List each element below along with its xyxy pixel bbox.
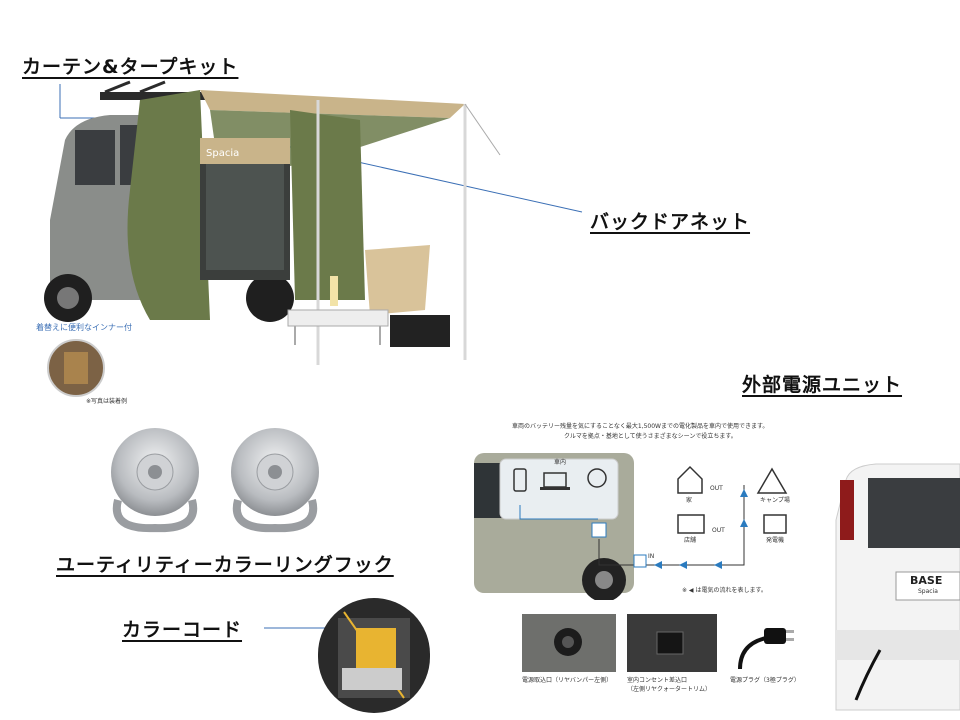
flow-note-text: ※ ◀ は電気の流れを表します。: [682, 587, 767, 594]
van-rear-photo: BASE Spacia: [826, 460, 960, 720]
camp-text: キャンプ場: [760, 497, 790, 504]
base-badge-text: BASE: [910, 574, 943, 587]
color-cord-photo: [318, 598, 430, 713]
color-cord-label: カラーコード: [122, 619, 243, 641]
power-header-2: クルマを拠点・基地として使うさまざまなシーンで役立ちます。: [564, 433, 737, 440]
plug-photo: [730, 614, 800, 672]
van-with-tarp-illustration: Spacia: [44, 80, 501, 397]
home-text: 家: [686, 497, 693, 504]
shop-text: 店舗: [684, 537, 697, 544]
interior-outlet-photo: [627, 614, 717, 672]
power-diagram-panel: 車両のバッテリー残量を気にすることなく最大1,500Wまでの電化製品を車内で使用…: [474, 415, 826, 600]
out-text-shop: OUT: [712, 527, 725, 534]
power-header-1: 車両のバッテリー残量を気にすることなく最大1,500Wまでの電化製品を車内で使用…: [512, 423, 769, 430]
interior-outlet-caption: 室内コンセント差込口 （左側リヤクォータートリム）: [627, 677, 712, 693]
in-text: IN: [648, 553, 655, 560]
in-car-text: 車内: [554, 459, 567, 466]
inlet-photo: [522, 614, 616, 672]
ring-hooks-photo: [100, 420, 340, 535]
generator-text: 発電機: [766, 537, 785, 544]
caption-note-text: ※写真は装着例: [86, 398, 128, 405]
power-flow-diagram: [474, 453, 788, 600]
color-cord-illustration: [338, 611, 410, 699]
inner-note-text: 着替えに便利なインナー付: [36, 323, 132, 332]
external-power-unit-label: 外部電源ユニット: [742, 374, 903, 396]
inlet-caption: 電源取込口（リヤバンパー左側）: [522, 677, 613, 684]
ring-hook-right: [231, 428, 319, 533]
plug-caption: 電源プラグ（3極プラグ）: [730, 677, 800, 684]
ring-hook-left: [111, 428, 199, 533]
utility-ring-hook-label: ユーティリティーカラーリングフック: [56, 554, 394, 576]
tarp-brand-text: Spacia: [206, 148, 239, 159]
tent-photo-panel: Spacia 着替えに便利なインナー付 ※写真は装着例: [20, 70, 510, 410]
base-sub-text: Spacia: [918, 588, 938, 595]
out-text-home: OUT: [710, 485, 723, 492]
curtain-tarp-kit-label: カーテン&タープキット: [22, 56, 239, 78]
backdoor-net-label: バックドアネット: [590, 211, 751, 233]
ring-hook-illustration: [111, 428, 319, 533]
